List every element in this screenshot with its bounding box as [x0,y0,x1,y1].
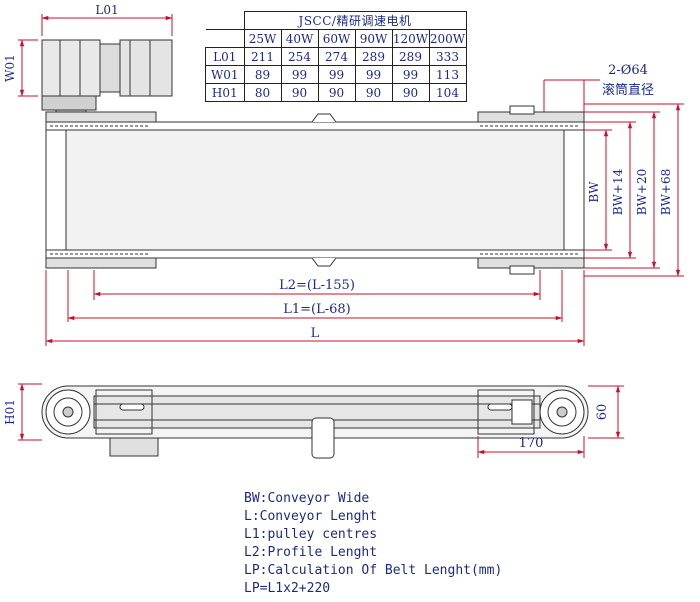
dim-w01 [18,39,38,97]
label-bw68: BW+68 [659,169,673,215]
table-cell: 333 [428,47,467,66]
label-170: 170 [519,436,544,451]
table-cell: 90 [280,83,319,102]
dim-bw-group [584,103,684,277]
spec-table: JSCC/精研调速电机 25W 40W 60W 90W 120W 200W L0… [205,11,467,102]
label-w01: W01 [3,54,17,82]
legend-item: BW:Conveyor Wide [244,491,370,506]
table-cell: 99 [317,65,356,84]
legend-item: LP=L1x2+220 [244,581,331,596]
table-row: L01 211 254 274 289 289 333 [205,47,467,66]
label-l2: L2=(L-155) [279,278,355,293]
legend-item: L1:pulley centres [244,527,378,542]
table-cell: 80 [243,83,282,102]
label-roller: 2-Ø64 [608,63,648,78]
legend: BW:Conveyor Wide L:Conveyor Lenght L1:pu… [244,490,502,598]
dim-170 [477,436,585,458]
label-bw14: BW+14 [611,168,625,215]
col-header: 60W [317,29,356,48]
legend-item: LP:Calculation Of Belt Lenght(mm) [244,563,503,578]
table-header-row: 25W 40W 60W 90W 120W 200W [205,29,467,48]
label-l01: L01 [95,3,118,17]
conveyor-side-view [41,385,589,459]
table-row: W01 89 99 99 99 99 113 [205,65,467,84]
legend-item: L:Conveyor Lenght [244,509,378,524]
label-l1: L1=(L-68) [283,302,351,317]
dim-h01 [18,383,42,441]
table-cell: 104 [428,83,467,102]
dim-60 [588,385,624,439]
label-l: L [311,326,320,341]
conveyor-top-view [45,105,585,275]
dim-l01 [41,14,173,36]
label-bw20: BW+20 [635,169,649,215]
table-cell: 289 [354,47,393,66]
table-cell: 211 [243,47,282,66]
label-h01: H01 [3,399,17,425]
table-row: H01 80 90 90 90 90 104 [205,83,467,102]
legend-item: L2:Profile Lenght [244,545,378,560]
motor-top-view [41,39,173,121]
table-cell: 99 [280,65,319,84]
table-cell: 89 [243,65,282,84]
row-label: L01 [205,47,245,66]
label-bw: BW [587,181,601,203]
dim-roller [543,79,600,112]
dim-length-group [45,270,585,346]
label-60: 60 [595,404,610,421]
table-cell: 90 [317,83,356,102]
row-label: H01 [205,83,245,102]
table-cell: 90 [354,83,393,102]
label-roller-note: 滚筒直径 [602,82,654,98]
col-header: 200W [428,29,467,48]
table-cell: 99 [391,65,430,84]
